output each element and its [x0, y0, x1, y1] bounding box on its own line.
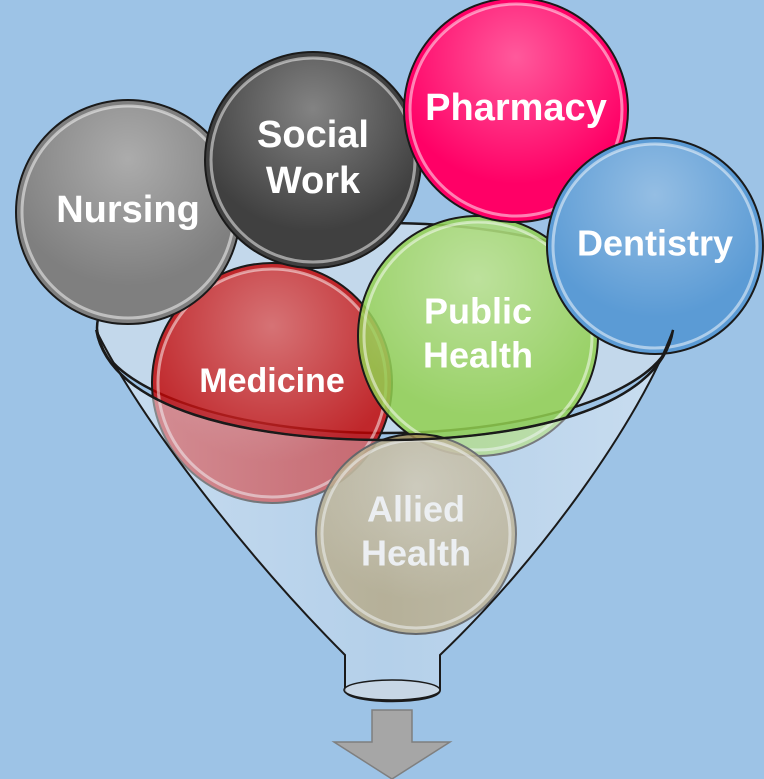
funnel-spout-opening — [343, 679, 441, 701]
circle-nursing: Nursing — [15, 99, 241, 325]
circle-label-medicine: Medicine — [199, 362, 344, 400]
circle-pharmacy: Pharmacy — [403, 0, 629, 223]
circle-label-public-health: Health — [423, 334, 533, 375]
circle-gloss-pharmacy — [408, 2, 624, 218]
circle-label-social-work: Work — [266, 160, 361, 202]
circle-dentistry: Dentistry — [546, 137, 764, 355]
circle-label-nursing: Nursing — [56, 189, 200, 231]
funnel-rim-front — [95, 329, 675, 442]
circle-gloss-dentistry — [551, 142, 759, 350]
down-arrow-icon — [331, 709, 453, 779]
circle-label-pharmacy: Pharmacy — [425, 87, 607, 129]
circle-label-public-health: Public — [424, 291, 532, 332]
circle-label-social-work: Social — [257, 114, 369, 156]
circle-label-dentistry: Dentistry — [577, 223, 733, 264]
